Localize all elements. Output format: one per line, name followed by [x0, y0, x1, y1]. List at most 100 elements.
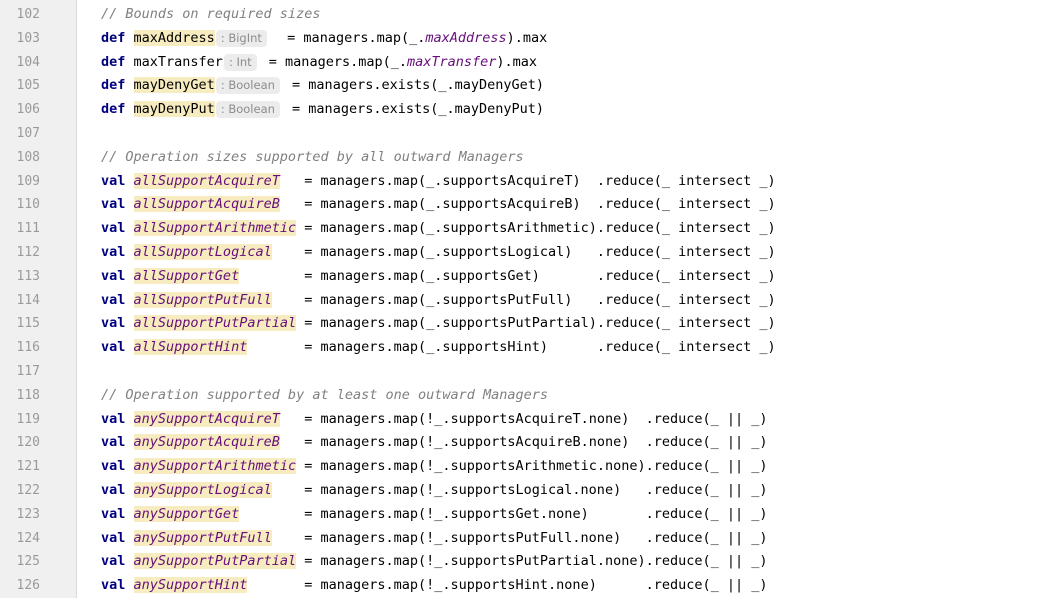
code-line[interactable]: 116 val allSupportHint = managers.map(_.s… — [17, 336, 1041, 359]
code-line-content: val anySupportLogical = managers.map(!_.… — [101, 479, 768, 502]
code-line-content: def mayDenyPut: Boolean = managers.exist… — [101, 98, 544, 121]
code-text — [125, 196, 133, 212]
line-number: 116 — [16, 340, 40, 356]
line-number: 104 — [16, 54, 40, 70]
code-line[interactable]: 123 val anySupportGet = managers.map(!_.s… — [17, 503, 1041, 526]
code-text — [125, 77, 133, 93]
code-text — [125, 268, 133, 284]
code-line[interactable]: 113 val allSupportGet = managers.map(_.su… — [17, 265, 1041, 288]
line-number: 103 — [16, 30, 40, 46]
keyword: val — [101, 577, 126, 594]
code-line[interactable]: 117 — [17, 360, 1041, 383]
code-text — [125, 434, 133, 450]
keyword: val — [101, 244, 126, 260]
code-text: = managers.map(_.supportsLogical) .reduc… — [271, 244, 776, 260]
code-text: = managers.exists(_.mayDenyGet) — [283, 77, 545, 94]
code-text — [125, 101, 133, 117]
code-text: = managers.map(_.supportsArithmetic).red… — [296, 220, 776, 237]
keyword: def — [101, 101, 126, 118]
code-text: = managers.exists(_.mayDenyPut) — [283, 101, 545, 118]
keyword: val — [101, 267, 126, 284]
field-name: anySupportArithmetic — [133, 458, 297, 475]
code-line-content: // Operation supported by at least one o… — [101, 384, 548, 407]
line-number: 121 — [16, 459, 40, 475]
code-text: = managers.map(_. — [260, 53, 407, 70]
code-text — [125, 173, 133, 189]
line-number: 126 — [16, 578, 40, 594]
line-number: 119 — [16, 411, 40, 427]
code-text: = managers.map(!_.supportsPutPartial.non… — [296, 553, 768, 570]
keyword: def — [101, 77, 126, 94]
line-number: 117 — [16, 364, 40, 379]
field-name: anySupportAcquireB — [133, 434, 280, 451]
identifier: mayDenyPut — [133, 101, 215, 118]
code-line-content: def maxAddress: BigInt = managers.map(_.… — [101, 27, 547, 50]
code-line-content: val allSupportGet = managers.map(_.suppo… — [101, 265, 776, 288]
code-line-content: val allSupportLogical = managers.map(_.s… — [101, 241, 776, 264]
field-name: allSupportHint — [133, 339, 248, 356]
code-text: = managers.map(_.supportsPutPartial).red… — [296, 315, 776, 332]
line-number: 113 — [16, 268, 40, 284]
keyword: val — [101, 339, 126, 356]
field-name: allSupportArithmetic — [133, 220, 297, 237]
code-text: = managers.map(_.supportsGet) .reduce(_ … — [239, 267, 776, 284]
code-line-content: val anySupportGet = managers.map(!_.supp… — [101, 503, 768, 526]
field-name: allSupportAcquireT — [133, 172, 280, 189]
code-line[interactable]: 104 def maxTransfer: Int = managers.map(_… — [17, 51, 1041, 74]
code-line-content: val allSupportHint = managers.map(_.supp… — [101, 336, 776, 359]
line-number: 114 — [16, 292, 40, 308]
code-line-content: def maxTransfer: Int = managers.map(_.ma… — [101, 51, 537, 74]
code-line[interactable]: 119 val anySupportAcquireT = managers.map… — [17, 408, 1041, 431]
code-line-content: val anySupportAcquireT = managers.map(!_… — [101, 408, 768, 431]
code-line[interactable]: 118// Operation supported by at least on… — [17, 384, 1041, 407]
line-number-gutter — [0, 0, 77, 598]
code-line-content: val anySupportArithmetic = managers.map(… — [101, 455, 768, 478]
line-number: 112 — [16, 245, 40, 260]
keyword: val — [101, 196, 126, 213]
line-number: 123 — [16, 506, 40, 522]
code-line[interactable]: 121 val anySupportArithmetic = managers.m… — [17, 455, 1041, 478]
field-name: anySupportLogical — [133, 482, 272, 498]
code-line[interactable]: 110 val allSupportAcquireB = managers.map… — [17, 193, 1041, 216]
code-line-content: val allSupportAcquireB = managers.map(_.… — [101, 193, 776, 216]
comment: // Operation supported by at least one o… — [101, 386, 549, 403]
type-hint: : BigInt — [215, 29, 267, 47]
code-line[interactable]: 108 // Operation sizes supported by all o… — [17, 146, 1041, 169]
code-text — [125, 292, 133, 308]
identifier: maxAddress — [133, 29, 215, 46]
code-line[interactable]: 107 — [17, 122, 1041, 145]
line-number: 125 — [16, 554, 40, 570]
line-number: 108 — [16, 149, 40, 165]
code-text: maxTransfer — [125, 53, 223, 70]
line-number: 102 — [16, 7, 40, 22]
code-area[interactable]: 102// Bounds on required sizes 103 def max… — [17, 0, 1041, 598]
code-text: = managers.map(_.supportsPutFull) .reduc… — [271, 291, 776, 308]
line-number: 110 — [16, 197, 40, 213]
comment: // Operation sizes supported by all outw… — [101, 148, 524, 165]
code-text — [125, 530, 133, 546]
keyword: val — [101, 291, 126, 308]
code-text: = managers.map(_. — [270, 29, 426, 46]
code-line-content: val allSupportArithmetic = managers.map(… — [101, 217, 776, 240]
code-line-content: val anySupportPutFull = managers.map(!_.… — [101, 527, 768, 550]
type-hint: : Boolean — [215, 77, 280, 95]
code-line[interactable]: 112 val allSupportLogical = managers.map(… — [17, 241, 1041, 264]
code-line[interactable]: 102// Bounds on required sizes — [17, 3, 1041, 26]
keyword: val — [101, 482, 126, 498]
field-name: allSupportGet — [133, 267, 240, 284]
code-text — [125, 458, 133, 474]
code-line[interactable]: 103 def maxAddress: BigInt = managers.map… — [17, 27, 1041, 50]
code-text — [125, 30, 133, 46]
